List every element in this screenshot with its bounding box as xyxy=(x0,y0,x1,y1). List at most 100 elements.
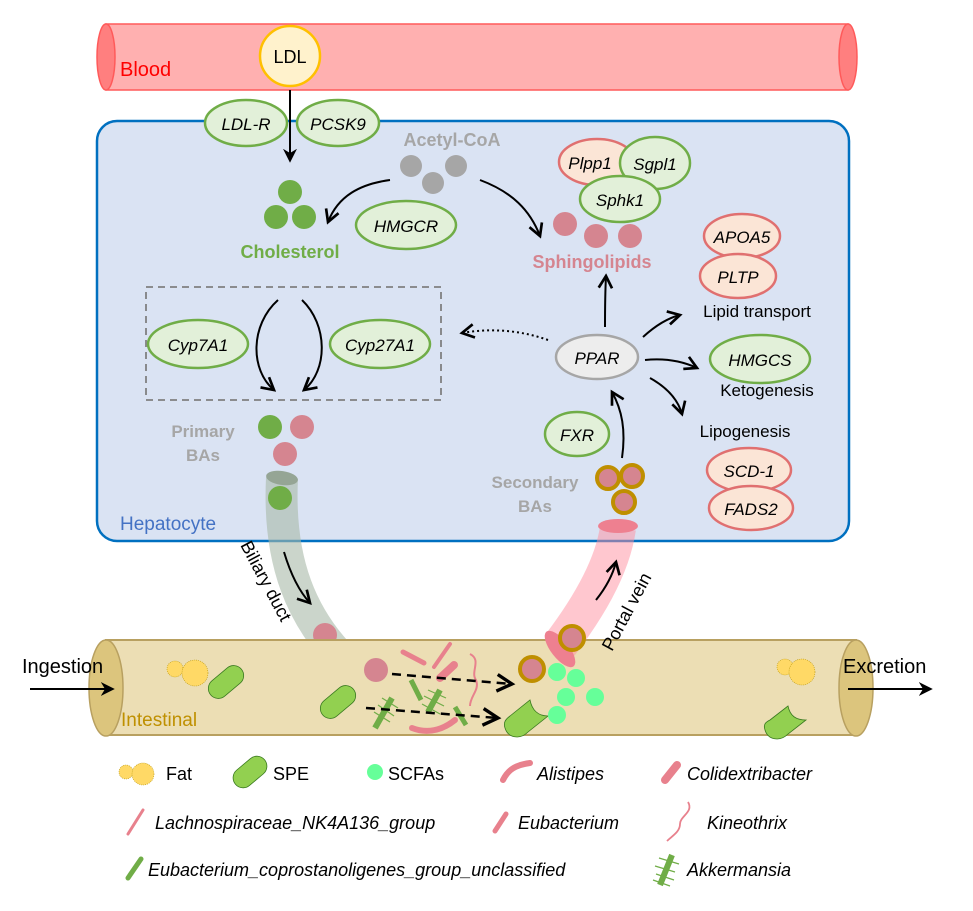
svg-text:Cyp27A1: Cyp27A1 xyxy=(345,336,415,355)
eubacterium-coprostanoligenes-bacterium xyxy=(408,678,424,702)
scfa-icon xyxy=(367,764,383,780)
svg-text:FXR: FXR xyxy=(560,426,594,445)
legend-item-fat: Fat xyxy=(118,762,192,786)
acetyl-to-cholesterol-arrow xyxy=(328,179,391,222)
gene-cyp27a1: Cyp27A1 xyxy=(328,318,432,370)
ba-conversion-dashed-arrow xyxy=(391,672,512,684)
gene-hmgcr: HMGCR xyxy=(354,199,458,251)
alistipes-bacterium xyxy=(409,717,458,734)
ppar-to-ketogenesis-arrow xyxy=(644,359,697,368)
primary-ba-in-intestine xyxy=(364,658,388,682)
primary-bas-label: Primary xyxy=(171,422,235,441)
spe-fermentation-dashed-arrow xyxy=(365,706,498,718)
hepatocyte-label: Hepatocyte xyxy=(120,514,216,535)
cholesterol-label: Cholesterol xyxy=(240,242,339,262)
gene-fads2: FADS2 xyxy=(707,484,795,532)
gene-cyp7a1: Cyp7A1 xyxy=(146,318,250,370)
eubacterium-coprostanoligenes-icon xyxy=(125,856,144,881)
secondary-bas-label-2: BAs xyxy=(518,497,552,516)
gene-fxr: FXR xyxy=(543,410,611,458)
svg-text:SCFAs: SCFAs xyxy=(388,764,444,784)
cyp27a1-pathway-arrow xyxy=(301,299,323,390)
blood-label: Blood xyxy=(120,59,171,81)
gene-pcsk9: PCSK9 xyxy=(295,98,381,148)
primary-ba-molecules xyxy=(258,415,314,466)
secondary-bas-label: Secondary xyxy=(492,473,579,492)
bile-acid-synthesis-box xyxy=(145,286,442,401)
portal-flow-arrow xyxy=(595,562,616,601)
svg-text:LDL-R: LDL-R xyxy=(221,115,270,134)
legend-item-akkermansia: Akkermansia xyxy=(652,853,791,887)
intestine: Intestinal xyxy=(88,639,874,737)
colidextribacter-bacterium xyxy=(436,661,458,682)
fat-particles-entry xyxy=(166,659,209,687)
svg-text:SPE: SPE xyxy=(273,764,309,784)
svg-text:PLTP: PLTP xyxy=(717,268,759,287)
svg-text:Plpp1: Plpp1 xyxy=(568,154,611,173)
portal-vein xyxy=(544,519,638,668)
svg-text:PCSK9: PCSK9 xyxy=(310,115,366,134)
lachnospiraceae-icon xyxy=(126,808,145,836)
kineothrix-icon xyxy=(666,801,691,842)
kineothrix-bacterium xyxy=(469,653,478,707)
acetyl-coa-label: Acetyl-CoA xyxy=(403,130,500,150)
ppar-to-lipid-transport-arrow xyxy=(642,315,680,338)
akkermansia-icon xyxy=(652,853,680,887)
svg-text:Fat: Fat xyxy=(166,764,192,784)
excretion-label: Excretion xyxy=(843,656,926,678)
svg-text:Alistipes: Alistipes xyxy=(536,764,604,784)
svg-text:FADS2: FADS2 xyxy=(724,500,778,519)
fat-icon xyxy=(118,762,155,786)
secondary-ba-in-intestine xyxy=(518,655,546,683)
legend-item-scfas: SCFAs xyxy=(367,764,444,784)
lachnospiraceae-bacterium-2 xyxy=(432,642,452,669)
acetyl-to-sphingolipid-arrow xyxy=(479,179,540,236)
gene-scd1: SCD-1 xyxy=(705,446,793,494)
secondary-ba-molecules xyxy=(595,463,645,515)
lipid-transport-label: Lipid transport xyxy=(703,302,811,321)
akkermansia-bacterium-2 xyxy=(421,688,447,715)
legend: Fat SPE SCFAs Alistipes Colidextribacter… xyxy=(118,755,813,887)
fat-particles-exit xyxy=(776,658,816,686)
ldl-particle: LDL xyxy=(258,24,322,88)
svg-text:Colidextribacter: Colidextribacter xyxy=(687,764,813,784)
ketogenesis-label: Ketogenesis xyxy=(720,381,814,400)
legend-item-kineothrix: Kineothrix xyxy=(666,801,788,842)
svg-text:HMGCS: HMGCS xyxy=(728,351,792,370)
gene-sphk1: Sphk1 xyxy=(578,174,662,224)
svg-text:Eubacterium_coprostanoligenes_: Eubacterium_coprostanoligenes_group_uncl… xyxy=(148,860,566,880)
gene-hmgcs: HMGCS xyxy=(708,333,812,385)
blood-vessel: Blood xyxy=(96,23,858,91)
scfa-molecules xyxy=(548,663,604,724)
svg-text:Sphk1: Sphk1 xyxy=(596,191,644,210)
spe-icon xyxy=(232,755,268,789)
ldl-label: LDL xyxy=(273,47,306,67)
svg-text:PPAR: PPAR xyxy=(574,349,619,368)
intestinal-label: Intestinal xyxy=(121,710,197,731)
blood-vessel-right-end xyxy=(838,23,858,91)
alistipes-icon xyxy=(500,760,533,783)
svg-text:SCD-1: SCD-1 xyxy=(723,462,774,481)
gene-apoa5: APOA5 xyxy=(702,212,782,260)
primary-bas-label-2: BAs xyxy=(186,446,220,465)
secondary-ba-to-ppar-arrow xyxy=(612,392,625,459)
cyp7a1-pathway-arrow xyxy=(255,299,279,390)
svg-text:Sgpl1: Sgpl1 xyxy=(633,155,676,174)
sphingolipid-molecules xyxy=(553,212,642,248)
svg-text:Kineothrix: Kineothrix xyxy=(707,813,788,833)
ppar-to-lipogenesis-arrow xyxy=(649,377,682,414)
spe-particle-middle xyxy=(319,685,357,719)
sphingolipids-label: Sphingolipids xyxy=(533,252,652,272)
gene-sgpl1: Sgpl1 xyxy=(618,135,692,191)
cholesterol-molecules xyxy=(264,180,316,229)
legend-item-colidextribacter: Colidextribacter xyxy=(661,761,813,784)
ingestion-label: Ingestion xyxy=(22,656,103,678)
spe-particle-excreted xyxy=(763,705,808,740)
biliary-flow-arrow xyxy=(283,551,310,603)
legend-item-eubacterium-coprostanoligenes: Eubacterium_coprostanoligenes_group_uncl… xyxy=(125,856,566,881)
spe-particle-fermented xyxy=(503,699,550,738)
legend-item-spe: SPE xyxy=(232,755,309,789)
lachnospiraceae-bacterium xyxy=(400,649,427,666)
eubacterium-icon xyxy=(492,811,509,834)
